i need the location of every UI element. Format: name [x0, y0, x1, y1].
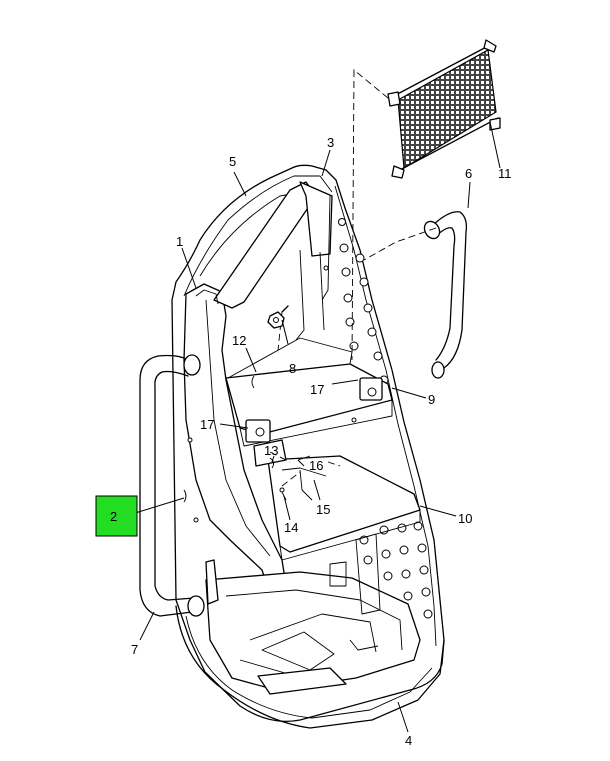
callout-13[interactable]: 13 [264, 443, 278, 458]
callout-1[interactable]: 1 [176, 234, 183, 249]
callout-6[interactable]: 6 [465, 166, 472, 181]
right-handle [423, 211, 468, 379]
callout-4[interactable]: 4 [405, 733, 412, 748]
callout-17-upper[interactable]: 17 [310, 382, 324, 397]
callout-9[interactable]: 9 [428, 392, 435, 407]
left-handle [139, 354, 205, 617]
callout-14[interactable]: 14 [284, 520, 298, 535]
storage-net [387, 39, 501, 179]
callout-labels: 1 5 3 6 11 12 8 17 9 17 13 16 15 14 10 7… [131, 135, 512, 748]
callout-16[interactable]: 16 [309, 458, 323, 473]
callout-11[interactable]: 11 [498, 166, 512, 181]
upright-frame [183, 181, 333, 613]
callout-2[interactable]: 2 [110, 509, 117, 524]
callout-3[interactable]: 3 [327, 135, 334, 150]
callout-5[interactable]: 5 [229, 154, 236, 169]
callout-12[interactable]: 12 [232, 333, 246, 348]
callout-8[interactable]: 8 [289, 361, 296, 376]
callout-17-lower[interactable]: 17 [200, 417, 214, 432]
side-panel-holes [338, 218, 433, 619]
bottom-shell [175, 605, 445, 729]
callout-10[interactable]: 10 [458, 511, 472, 526]
hardware [183, 305, 311, 503]
callout-2-highlight[interactable]: 2 [95, 495, 138, 537]
middle-tray [253, 439, 421, 561]
callout-7[interactable]: 7 [131, 642, 138, 657]
highlight-box[interactable] [95, 495, 138, 537]
callout-15[interactable]: 15 [316, 502, 330, 517]
base-frame [205, 533, 421, 695]
leader-lines [131, 121, 501, 733]
